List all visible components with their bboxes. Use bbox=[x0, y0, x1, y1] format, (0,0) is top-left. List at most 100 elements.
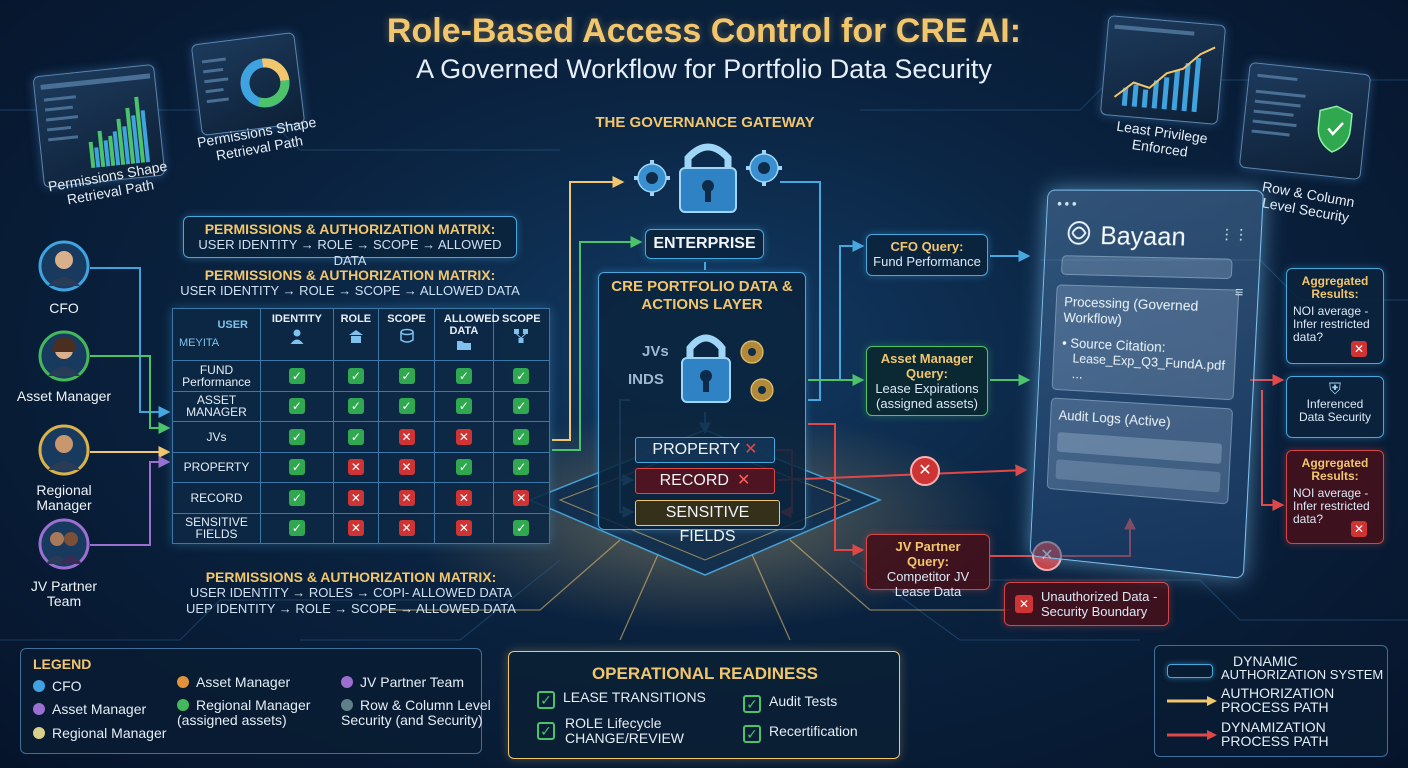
jv-partner-query-box: JV Partner Query: Competitor JV Lease Da… bbox=[866, 534, 990, 599]
table-corner: USER MEYITA bbox=[172, 308, 261, 361]
checkbox-icon: ✓ bbox=[537, 691, 555, 709]
table-cell: ✓ bbox=[492, 421, 551, 453]
avatar-regional-manager-icon bbox=[38, 424, 90, 476]
role-label-jv-partner: JV Partner Team bbox=[30, 578, 98, 609]
folder-icon bbox=[456, 341, 471, 350]
ops-item-role-lifecycle: ✓ROLE Lifecycle CHANGE/REVIEW bbox=[537, 716, 727, 746]
search-bar[interactable] bbox=[1060, 255, 1233, 280]
table-cell: ✕ bbox=[434, 512, 494, 544]
table-cell: ✓ bbox=[260, 421, 334, 453]
table-cell: ✕ bbox=[434, 482, 494, 514]
role-cfo[interactable]: CFO bbox=[14, 240, 114, 316]
row-label: JVs bbox=[172, 421, 261, 453]
check-icon: ✓ bbox=[455, 459, 472, 476]
column-header-role: ROLE bbox=[332, 308, 379, 361]
avatar-cfo-icon bbox=[38, 240, 90, 292]
table-cell: ✕ bbox=[377, 482, 436, 514]
legend-item: CFO bbox=[33, 679, 183, 694]
check-icon: ✓ bbox=[288, 367, 305, 384]
row-label: ASSET MANAGER bbox=[172, 390, 261, 422]
legend-label: Regional Manager (assigned assets) bbox=[177, 697, 311, 728]
key-system-label: DYNAMIC AUTHORIZATION SYSTEM bbox=[1221, 653, 1384, 682]
check-icon: ✓ bbox=[513, 520, 530, 537]
table-cell: ✓ bbox=[434, 451, 494, 483]
column-header-allowed-data: ALLOWED DATA bbox=[434, 308, 500, 361]
table-cell: ✕ bbox=[492, 482, 551, 514]
bar-chart-icon bbox=[40, 73, 151, 169]
shield-icon bbox=[1251, 73, 1353, 153]
avatar-jv-partner-icon bbox=[38, 518, 90, 570]
legend-swatch bbox=[177, 699, 189, 711]
bayaan-brand: Bayaan bbox=[1099, 220, 1187, 252]
aggregated-results-bottom: Aggregated Results: NOI average - Infer … bbox=[1286, 450, 1384, 544]
role-label-asset-manager: Asset Manager bbox=[16, 388, 112, 404]
avatar-asset-manager-icon bbox=[38, 330, 90, 382]
legend-label: Regional Manager bbox=[52, 725, 167, 741]
check-icon: ✓ bbox=[513, 459, 530, 476]
line-chart-icon bbox=[1113, 24, 1216, 113]
deny-icon: ✕ bbox=[1351, 521, 1367, 537]
bayaan-assistant-window[interactable]: ● ● ● Bayaan ⋮⋮ ≡ Processing (Governed W… bbox=[1029, 189, 1265, 579]
bayaan-logo-icon bbox=[1064, 218, 1094, 248]
tag-inds: INDS bbox=[628, 371, 664, 388]
check-icon: ✓ bbox=[288, 520, 305, 537]
table-cell: ✕ bbox=[332, 512, 379, 544]
table-cell: ✓ bbox=[434, 360, 494, 392]
table-cell: ✓ bbox=[377, 360, 436, 392]
gateway-title: THE GOVERNANCE GATEWAY bbox=[595, 114, 815, 131]
table-cell: ✓ bbox=[492, 451, 551, 483]
donut-chart-icon bbox=[201, 57, 290, 108]
layer-lock-icon bbox=[681, 334, 774, 403]
deny-icon: ✕ bbox=[736, 472, 751, 489]
check-icon: ✓ bbox=[455, 398, 472, 415]
legend-swatch bbox=[33, 703, 45, 715]
key-auth-label: AUTHORIZATION PROCESS PATH bbox=[1221, 685, 1335, 715]
deny-icon: ✕ bbox=[398, 459, 415, 476]
deny-icon: ✕ bbox=[398, 520, 415, 537]
shield-lock-icon: ⛨ bbox=[1328, 381, 1341, 398]
check-icon: ✓ bbox=[288, 398, 305, 415]
legend-item: JV Partner Team bbox=[341, 675, 491, 690]
legend-item: Asset Manager bbox=[177, 675, 327, 690]
cfo-query-box: CFO Query: Fund Performance bbox=[866, 234, 988, 276]
check-icon: ✓ bbox=[347, 367, 364, 384]
key-auth-arrow bbox=[1167, 696, 1217, 706]
preview-donut-chart bbox=[190, 32, 306, 136]
inferenced-data-security: ⛨ Inferenced Data Security bbox=[1286, 376, 1384, 438]
check-icon: ✓ bbox=[513, 398, 530, 415]
legend-label: Asset Manager bbox=[196, 674, 291, 690]
ops-item-recertification: ✓Recertification bbox=[743, 724, 858, 743]
window-menu-icon[interactable]: ⋮⋮ bbox=[1219, 225, 1249, 243]
legend-swatch bbox=[33, 680, 45, 692]
deny-icon: ✕ bbox=[347, 489, 364, 506]
page-subtitle: A Governed Workflow for Portfolio Data S… bbox=[416, 54, 992, 84]
deny-icon: ✕ bbox=[347, 520, 364, 537]
check-icon: ✓ bbox=[455, 367, 472, 384]
processing-panel: Processing (Governed Workflow) • Source … bbox=[1051, 284, 1240, 401]
role-asset-manager[interactable]: Asset Manager bbox=[14, 330, 114, 404]
aggregated-results-top: Aggregated Results: NOI average - Infer … bbox=[1286, 268, 1384, 364]
table-row: PROPERTY✓✕✕✓✓ bbox=[172, 451, 551, 483]
legend-label: Row & Column Level Security (and Securit… bbox=[341, 697, 491, 728]
table-row: JVs✓✓✕✕✓ bbox=[172, 421, 551, 453]
matrix-caption-1: PERMISSIONS & AUTHORIZATION MATRIX: USER… bbox=[183, 216, 517, 268]
deny-icon: ✕ bbox=[513, 489, 530, 506]
role-jv-partner-team[interactable]: JV Partner Team bbox=[14, 518, 114, 609]
enterprise-box: ENTERPRISE bbox=[645, 229, 764, 259]
role-label-regional-manager: Regional Manager bbox=[36, 482, 92, 513]
checkbox-icon: ✓ bbox=[743, 695, 761, 713]
deny-icon: ✕ bbox=[347, 459, 364, 476]
table-cell: ✓ bbox=[332, 421, 379, 453]
ops-item-lease-transitions: ✓LEASE TRANSITIONS bbox=[537, 690, 706, 709]
legend-label: JV Partner Team bbox=[360, 674, 465, 690]
row-label: FUND Performance bbox=[172, 360, 261, 392]
column-header-identity: IDENTITY bbox=[260, 308, 334, 361]
row-label: RECORD bbox=[172, 482, 261, 514]
table-cell: ✓ bbox=[492, 390, 551, 422]
legend-item: Regional Manager (assigned assets) bbox=[177, 698, 327, 728]
role-regional-manager[interactable]: Regional Manager bbox=[14, 424, 114, 513]
table-cell: ✓ bbox=[377, 390, 436, 422]
preview-bar-chart-left bbox=[32, 63, 166, 189]
tag-jvs: JVs bbox=[642, 343, 669, 360]
table-cell: ✕ bbox=[377, 512, 436, 544]
